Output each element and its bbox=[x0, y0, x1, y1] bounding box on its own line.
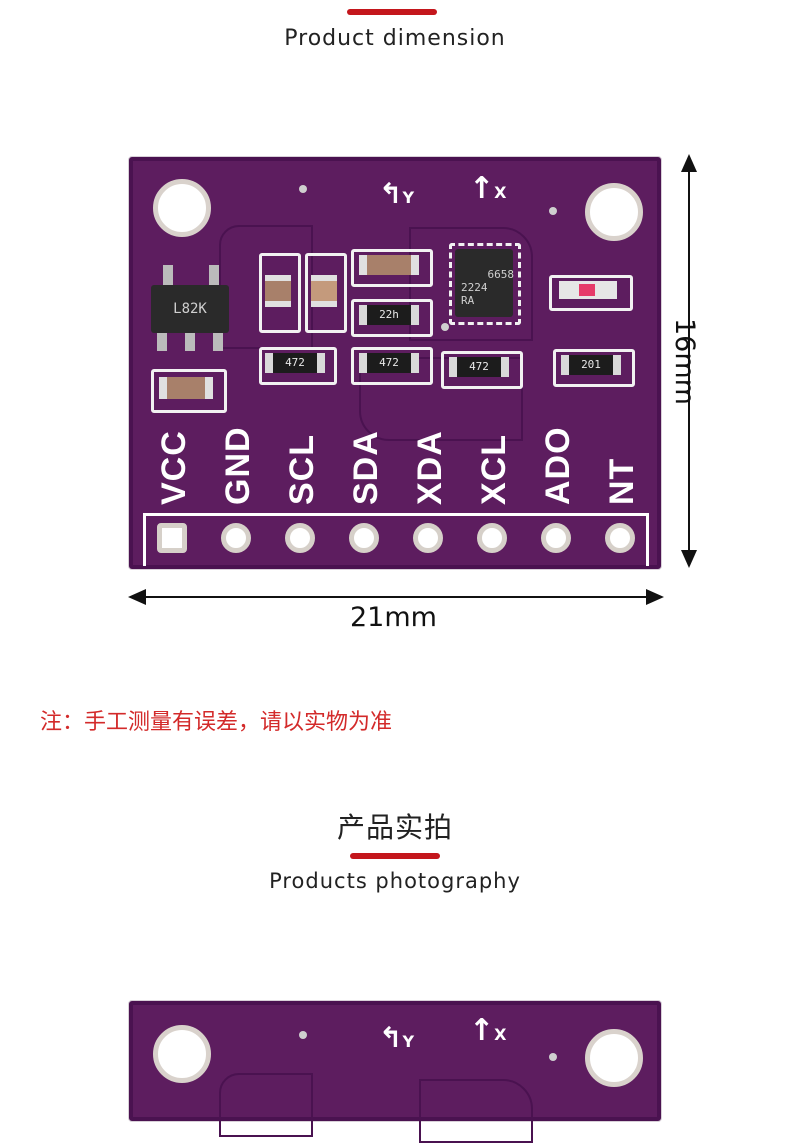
via bbox=[441, 323, 449, 331]
measurement-note: 注：手工测量有误差，请以实物为准 bbox=[40, 710, 393, 735]
resistor: 472 bbox=[265, 353, 325, 373]
chip-leg bbox=[213, 333, 223, 351]
sensor-chip-label: 6658 2224 RA bbox=[461, 268, 514, 307]
pin-label-vcc: VCC bbox=[155, 430, 193, 505]
pcb-board: ↰Y ↑X L82K 6658 2224 RA 22h 472 472 472 … bbox=[128, 156, 662, 570]
resistor-box bbox=[351, 299, 433, 337]
led-light bbox=[579, 284, 595, 296]
pin-hole-gnd bbox=[221, 523, 251, 553]
cap-box bbox=[151, 369, 227, 413]
chip-leg bbox=[157, 333, 167, 351]
capacitor bbox=[159, 377, 213, 399]
mounting-hole-right bbox=[585, 1029, 643, 1087]
via bbox=[299, 185, 307, 193]
section-title-photography-en: Products photography bbox=[269, 869, 521, 893]
arrow-right-icon bbox=[646, 589, 664, 605]
pcb-trace bbox=[219, 1073, 313, 1137]
cap-box bbox=[351, 249, 433, 287]
capacitor bbox=[359, 255, 419, 275]
chip-leg bbox=[163, 265, 173, 285]
sensor-pad-box bbox=[449, 243, 521, 325]
pin-hole-nt bbox=[605, 523, 635, 553]
resistor: 201 bbox=[561, 355, 621, 375]
arrow-down-icon bbox=[681, 550, 697, 568]
pcb-board-photo: ↰Y ↑X bbox=[128, 1000, 662, 1143]
regulator-chip: L82K bbox=[151, 285, 229, 333]
mounting-hole-right bbox=[585, 183, 643, 241]
pin-hole-xda bbox=[413, 523, 443, 553]
section-title-dimension: Product dimension bbox=[284, 26, 506, 51]
pin-label-xcl: XCL bbox=[475, 434, 513, 505]
pin-label-sda: SDA bbox=[347, 430, 385, 505]
sensor-chip: 6658 2224 RA bbox=[455, 249, 514, 317]
cap-box bbox=[259, 253, 301, 333]
pin-hole-xcl bbox=[477, 523, 507, 553]
resistor: 472 bbox=[359, 353, 419, 373]
resistor: 472 bbox=[449, 357, 509, 377]
accent-bar-middle bbox=[350, 853, 440, 859]
axis-x-icon: ↑X bbox=[469, 1013, 507, 1048]
width-label: 21mm bbox=[350, 602, 437, 633]
pin-label-ado: ADO bbox=[539, 426, 577, 505]
resistor-box bbox=[351, 347, 433, 385]
via bbox=[299, 1031, 307, 1039]
chip-leg bbox=[209, 265, 219, 285]
width-arrow-line bbox=[140, 596, 650, 598]
capacitor bbox=[311, 275, 337, 307]
resistor-label: 22h bbox=[379, 308, 399, 321]
height-label: 16mm bbox=[669, 318, 700, 405]
pin-hole-vcc bbox=[157, 523, 187, 553]
resistor-box bbox=[259, 347, 337, 385]
via bbox=[549, 1053, 557, 1061]
mounting-hole-left bbox=[153, 179, 211, 237]
pin-label-nt: NT bbox=[603, 457, 641, 505]
resistor: 22h bbox=[359, 305, 419, 325]
axis-y-icon: ↰Y bbox=[379, 177, 415, 210]
resistor-label: 472 bbox=[469, 360, 489, 373]
arrow-up-icon bbox=[681, 154, 697, 172]
cap-box bbox=[305, 253, 347, 333]
pin-hole-ado bbox=[541, 523, 571, 553]
led bbox=[559, 281, 617, 299]
pin-label-xda: XDA bbox=[411, 430, 449, 505]
pin-hole-scl bbox=[285, 523, 315, 553]
resistor-box bbox=[441, 351, 523, 389]
resistor-label: 472 bbox=[285, 356, 305, 369]
resistor-label: 472 bbox=[379, 356, 399, 369]
resistor-box bbox=[553, 349, 635, 387]
resistor-label: 201 bbox=[581, 358, 601, 371]
pin-hole-sda bbox=[349, 523, 379, 553]
via bbox=[549, 207, 557, 215]
axis-y-icon: ↰Y bbox=[379, 1021, 415, 1054]
height-arrow-line bbox=[688, 165, 690, 555]
arrow-left-icon bbox=[128, 589, 146, 605]
accent-bar-top bbox=[347, 9, 437, 15]
mounting-hole-left bbox=[153, 1025, 211, 1083]
led-box bbox=[549, 275, 633, 311]
pcb-trace bbox=[419, 1079, 533, 1143]
axis-x-icon: ↑X bbox=[469, 171, 507, 206]
pin-label-scl: SCL bbox=[283, 434, 321, 505]
capacitor bbox=[265, 275, 291, 307]
pin-label-gnd: GND bbox=[219, 426, 257, 505]
chip-leg bbox=[185, 333, 195, 351]
pin-header-frame bbox=[143, 513, 649, 566]
regulator-chip-label: L82K bbox=[173, 301, 207, 317]
section-title-photography-cn: 产品实拍 bbox=[336, 811, 453, 844]
